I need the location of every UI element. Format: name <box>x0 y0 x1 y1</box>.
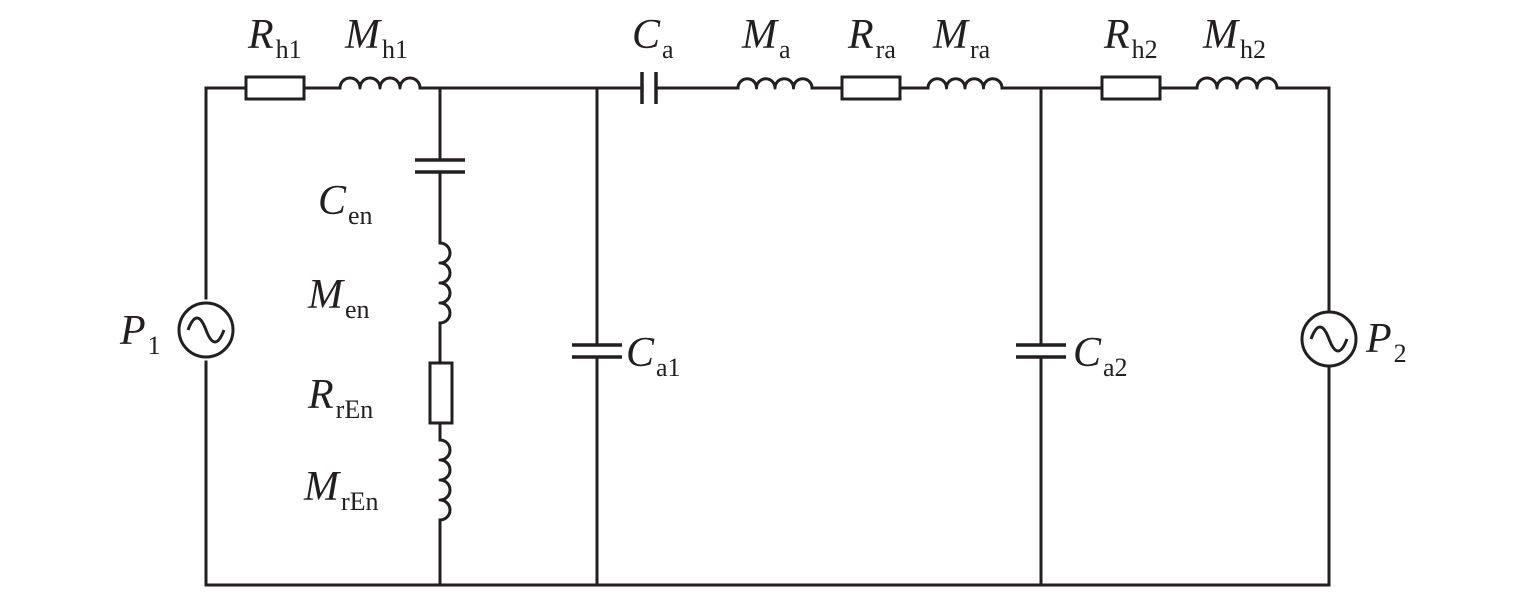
label-ma: Ma <box>742 12 791 63</box>
resistor-rra <box>840 75 902 101</box>
label-rren-symbol: R <box>308 372 334 418</box>
inductor-mren <box>438 438 452 522</box>
label-ca2-subscript: a2 <box>1103 353 1128 382</box>
label-mh2: Mh2 <box>1203 12 1266 63</box>
label-ma-subscript: a <box>779 35 791 64</box>
label-rren-subscript: rEn <box>335 395 374 424</box>
label-ca1: Ca1 <box>626 330 681 381</box>
label-rh1-symbol: R <box>248 12 274 58</box>
capacitor-ca <box>640 72 658 104</box>
inductor-ma <box>736 77 814 90</box>
label-rh1-subscript: h1 <box>275 35 302 64</box>
label-ca2: Ca2 <box>1073 330 1128 381</box>
ac-source-p2 <box>1300 310 1358 368</box>
label-rra-symbol: R <box>848 12 874 58</box>
label-cen-symbol: C <box>318 178 347 224</box>
label-p1-subscript: 1 <box>147 331 161 360</box>
label-ca1-subscript: a1 <box>656 353 681 382</box>
label-mra-symbol: M <box>933 12 968 58</box>
label-rh1: Rh1 <box>248 12 302 63</box>
label-rh2-subscript: h2 <box>1131 35 1158 64</box>
label-rh2: Rh2 <box>1104 12 1158 63</box>
resistor-rren <box>428 361 454 425</box>
label-men-symbol: M <box>308 272 343 318</box>
wires <box>204 86 1331 587</box>
inductor-mra <box>926 77 1004 90</box>
label-ca2-symbol: C <box>1073 330 1102 376</box>
label-mh2-symbol: M <box>1203 12 1238 58</box>
label-p2-subscript: 2 <box>1393 339 1407 368</box>
label-men: Men <box>308 272 370 323</box>
inductor-men <box>438 241 452 325</box>
label-men-subscript: en <box>345 295 370 324</box>
label-mra-subscript: ra <box>970 35 991 64</box>
label-mh1: Mh1 <box>345 12 408 63</box>
inductor-mh1 <box>338 76 422 90</box>
label-mren-symbol: M <box>304 464 339 510</box>
capacitor-ca2 <box>1016 343 1066 359</box>
label-p1-symbol: P <box>120 308 146 354</box>
capacitor-ca1 <box>572 343 622 359</box>
label-mh2-subscript: h2 <box>1240 35 1266 64</box>
label-rra: Rra <box>848 12 896 63</box>
ac-source-p1 <box>177 301 235 359</box>
label-mren-subscript: rEn <box>341 487 379 516</box>
label-cen-subscript: en <box>348 201 373 230</box>
label-ca-symbol: C <box>632 12 661 58</box>
label-mh1-subscript: h1 <box>382 35 408 64</box>
label-ca-subscript: a <box>662 35 674 64</box>
label-rh2-symbol: R <box>1104 12 1130 58</box>
label-rra-subscript: ra <box>875 35 896 64</box>
label-rren: RrEn <box>308 372 373 423</box>
label-ca1-symbol: C <box>626 330 655 376</box>
label-p1: P1 <box>120 308 161 359</box>
label-cen: Cen <box>318 178 373 229</box>
label-p2-symbol: P <box>1366 316 1392 362</box>
label-mh1-symbol: M <box>345 12 380 58</box>
label-mren: MrEn <box>304 464 379 515</box>
label-p2: P2 <box>1366 316 1407 367</box>
resistor-rh2 <box>1100 75 1162 101</box>
label-mra: Mra <box>933 12 990 63</box>
label-ma-symbol: M <box>742 12 777 58</box>
resistor-rh1 <box>244 75 306 101</box>
label-ca: Ca <box>632 12 674 63</box>
capacitor-cen <box>415 158 465 174</box>
inductor-mh2 <box>1195 76 1279 90</box>
